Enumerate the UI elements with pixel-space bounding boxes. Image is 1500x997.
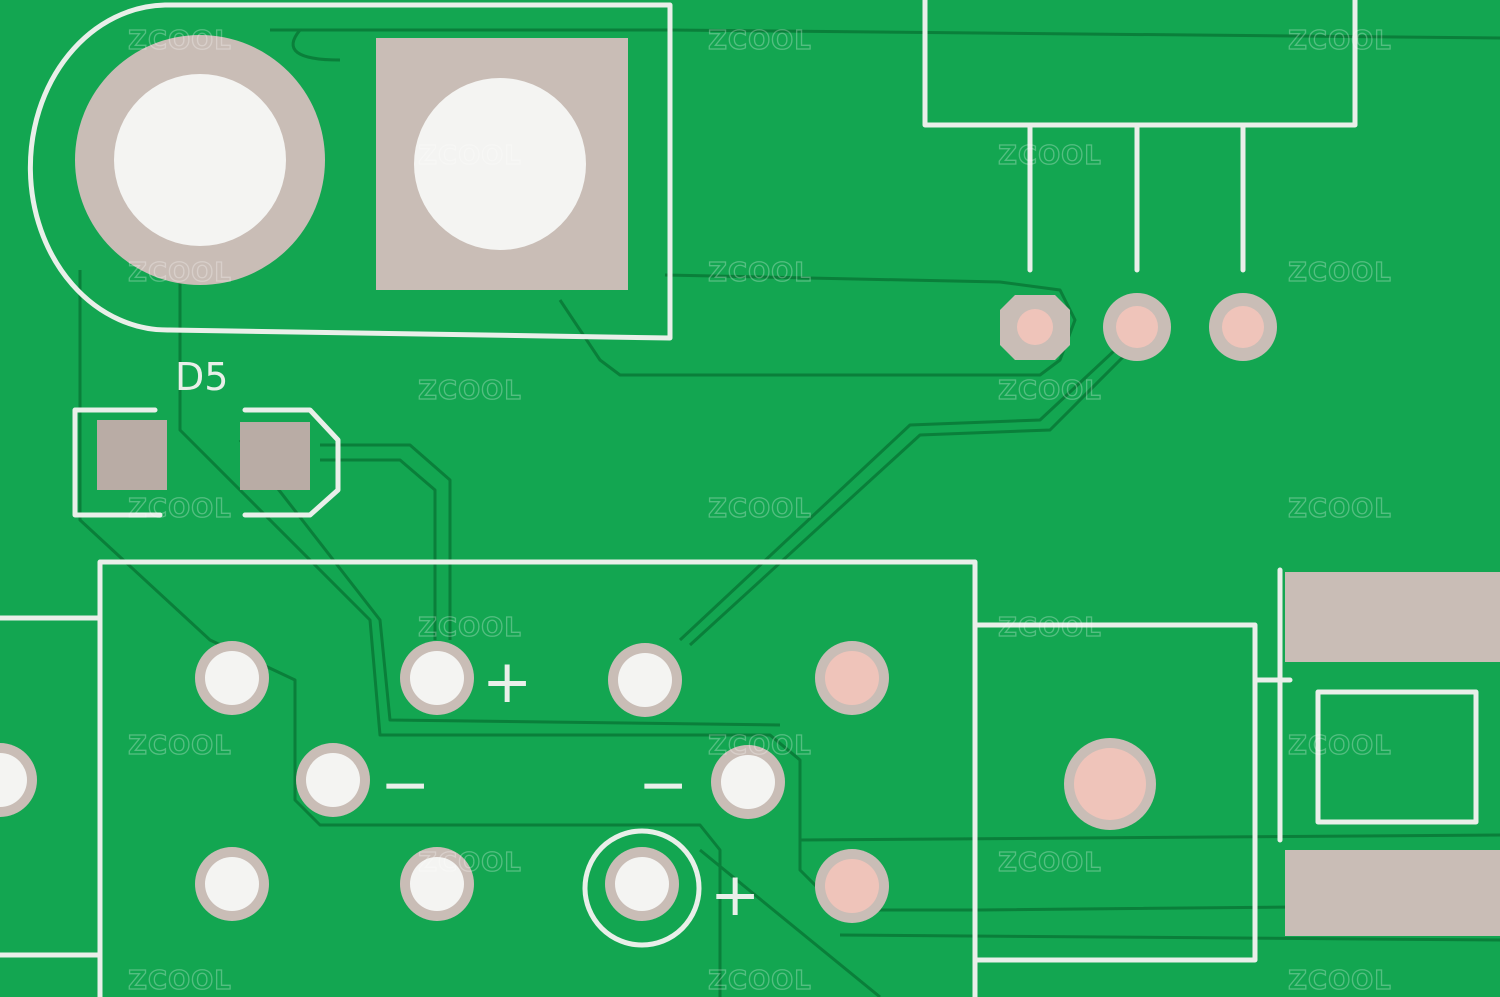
drill-hole bbox=[205, 857, 259, 911]
smd-pad bbox=[1285, 850, 1500, 936]
minus-label: − bbox=[638, 750, 688, 820]
mounting-hole bbox=[114, 74, 286, 246]
minus-label: − bbox=[380, 750, 430, 820]
watermark-text: ZCOOL bbox=[998, 848, 1102, 878]
watermark-text: ZCOOL bbox=[998, 613, 1102, 643]
watermark-text: ZCOOL bbox=[1288, 258, 1392, 288]
watermark-text: ZCOOL bbox=[128, 494, 232, 524]
drill-hole bbox=[410, 651, 464, 705]
via-hole bbox=[1116, 306, 1158, 348]
designator-d5: D5 bbox=[175, 355, 228, 399]
watermark-text: ZCOOL bbox=[128, 966, 232, 996]
drill-hole bbox=[205, 651, 259, 705]
watermark-text: ZCOOL bbox=[418, 848, 522, 878]
watermark-text: ZCOOL bbox=[128, 26, 232, 56]
drill-hole bbox=[0, 753, 27, 807]
drill-hole bbox=[825, 859, 879, 913]
drill-hole bbox=[1074, 748, 1146, 820]
silkscreen-labels: D5 + + − − bbox=[175, 355, 760, 930]
watermark-text: ZCOOL bbox=[708, 258, 812, 288]
watermark-text: ZCOOL bbox=[128, 258, 232, 288]
drill-hole bbox=[306, 753, 360, 807]
watermark-text: ZCOOL bbox=[1288, 966, 1392, 996]
watermark-text: ZCOOL bbox=[1288, 731, 1392, 761]
watermark-text: ZCOOL bbox=[418, 613, 522, 643]
drill-hole bbox=[825, 651, 879, 705]
smd-pad bbox=[1285, 572, 1500, 662]
watermark-text: ZCOOL bbox=[418, 376, 522, 406]
watermark-text: ZCOOL bbox=[998, 141, 1102, 171]
plus-label: + bbox=[710, 860, 760, 930]
drill-hole bbox=[618, 653, 672, 707]
watermark-text: ZCOOL bbox=[708, 966, 812, 996]
via-hole bbox=[1017, 309, 1053, 345]
watermarks: ZCOOL ZCOOL ZCOOL ZCOOL ZCOOL ZCOOL ZCOOL ZCOOL… bbox=[127, 25, 1392, 996]
watermark-text: ZCOOL bbox=[1288, 26, 1392, 56]
watermark-text: ZCOOL bbox=[708, 731, 812, 761]
watermark-text: ZCOOL bbox=[998, 376, 1102, 406]
watermark-text: ZCOOL bbox=[708, 26, 812, 56]
mounting-hole bbox=[414, 78, 586, 250]
watermark-text: ZCOOL bbox=[708, 494, 812, 524]
pads bbox=[0, 35, 1500, 936]
plus-label: + bbox=[482, 647, 532, 717]
drill-hole bbox=[615, 857, 669, 911]
via-hole bbox=[1222, 306, 1264, 348]
drill-hole bbox=[410, 857, 464, 911]
watermark-text: ZCOOL bbox=[1288, 494, 1392, 524]
through-hole-pads bbox=[0, 641, 1156, 923]
watermark-text: ZCOOL bbox=[418, 141, 522, 171]
smd-pad-d5-1 bbox=[97, 420, 167, 490]
drill-hole bbox=[721, 755, 775, 809]
watermark-text: ZCOOL bbox=[128, 731, 232, 761]
smd-pad-d5-2 bbox=[240, 422, 310, 490]
